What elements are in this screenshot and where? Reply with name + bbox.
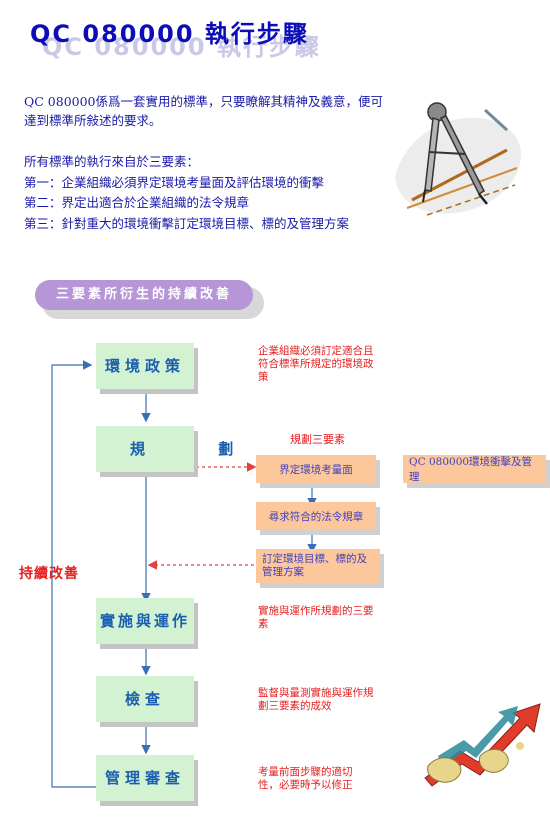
side-box: QC 080000環境衝擊及管理 bbox=[403, 455, 546, 483]
loop-label: 持續改善 bbox=[19, 566, 79, 582]
section-label: 三要素所衍生的持續改善 bbox=[35, 280, 253, 310]
planning-heading: 規劃三要素 bbox=[290, 433, 345, 446]
step-planning: 規 劃 bbox=[96, 426, 233, 472]
step-environmental-policy: 環境政策 bbox=[96, 343, 194, 389]
requirement-item: 第三：針對重大的環境衝擊訂定環境目標、標的及管理方案 bbox=[24, 215, 350, 231]
requirement-item: 第二：界定出適合於企業組織的法令規章 bbox=[24, 195, 250, 210]
note-implementation: 實施與運作所規劃的三要素 bbox=[258, 605, 374, 630]
planning-element: 界定環境考量面 bbox=[256, 455, 376, 483]
step-management-review: 管理審查 bbox=[96, 755, 194, 801]
step-checking: 檢查 bbox=[96, 676, 194, 722]
step-implementation: 實施與運作 bbox=[96, 598, 194, 644]
compass-icon bbox=[395, 102, 522, 216]
planning-element: 訂定環境目標、標的及管理方案 bbox=[256, 549, 380, 583]
requirements-block: 所有標準的執行來自於三要素： 第一：企業組織必須界定環境考量面及評估環境的衝擊 … bbox=[24, 152, 404, 234]
growth-arrows-icon bbox=[424, 703, 541, 787]
requirement-item: 第一：企業組織必須界定環境考量面及評估環境的衝擊 bbox=[24, 174, 325, 190]
planning-element: 尋求符合的法令規章 bbox=[256, 502, 376, 530]
requirements-lead: 所有標準的執行來自於三要素： bbox=[24, 154, 200, 169]
note-review: 考量前面步驟的適切性，必要時予以修正 bbox=[258, 766, 353, 791]
intro-paragraph: QC 080000係爲一套實用的標準，只要瞭解其精神及義意，便可達到標準所敍述的… bbox=[24, 94, 384, 128]
page-title-shadow: QC 080000 執行步驟 bbox=[42, 33, 321, 61]
page-title: QC 080000 執行步驟 bbox=[30, 20, 309, 48]
loop-line bbox=[51, 360, 96, 788]
note-checking: 監督與量測實施與運作規劃三要素的成效 bbox=[258, 687, 374, 712]
note-policy: 企業組織必須訂定適合且符合標準所規定的環境政策 bbox=[258, 345, 374, 383]
